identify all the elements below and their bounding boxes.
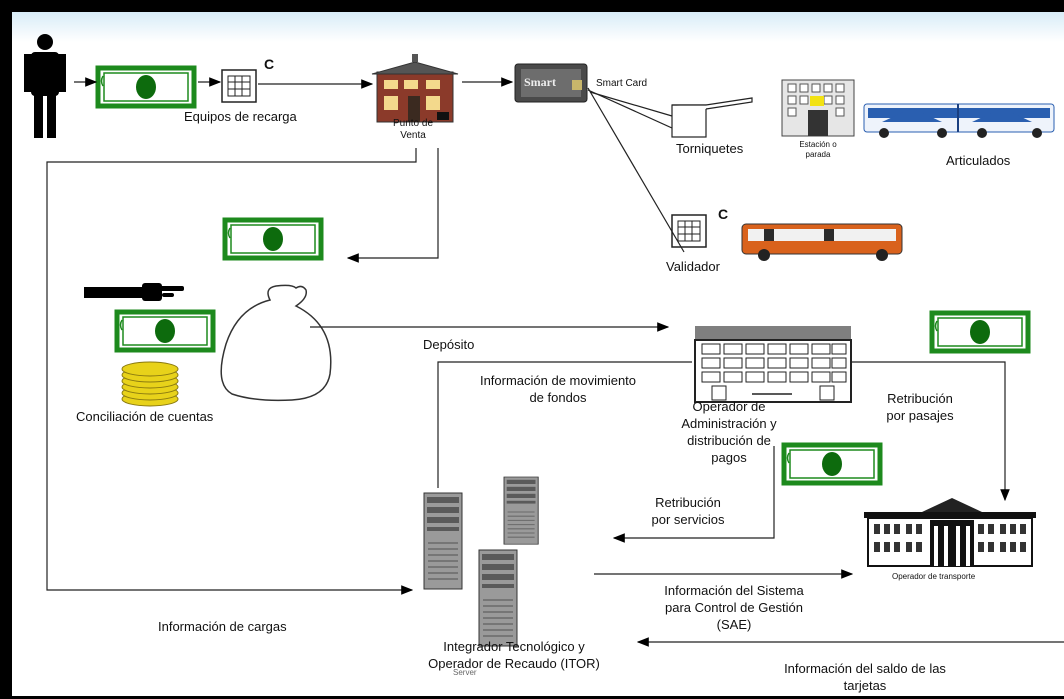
- smart-card-label: Smart Card: [596, 78, 648, 89]
- info-cargas-label: Información de cargas: [158, 619, 287, 634]
- torniquetes-label: Torniquetes: [676, 141, 744, 156]
- money-bag-icon: [220, 284, 332, 402]
- station-building-icon: [781, 79, 855, 137]
- banknote-icon: [117, 312, 213, 350]
- turnstile-icon: [671, 97, 753, 138]
- validador-label: Validador: [666, 259, 720, 274]
- articulated-bus-icon: [863, 103, 1055, 138]
- banknote-icon: [932, 313, 1028, 351]
- deposito-label: Depósito: [423, 337, 475, 352]
- validator-icon: [671, 214, 707, 248]
- server-tag: Server: [453, 668, 477, 677]
- government-building-icon: [864, 498, 1036, 567]
- pointing-hand-icon: [84, 283, 184, 301]
- smart-card-icon: [514, 63, 588, 103]
- person-icon: [24, 34, 66, 138]
- card-reader-icon: [221, 69, 257, 103]
- banknote-icon: [98, 68, 194, 106]
- coin-stack-icon: [121, 361, 179, 407]
- server-icon: [423, 476, 539, 647]
- bus-icon: [741, 223, 903, 261]
- flow-lines: [46, 77, 1064, 647]
- office-building-icon: [694, 326, 852, 403]
- diagram-graphics: Smart: [24, 34, 1064, 647]
- smart-card-chip-text: Smart: [524, 75, 556, 89]
- c-marker-2: C: [718, 206, 729, 222]
- operador-transporte-label: Operador de transporte: [892, 572, 976, 581]
- equipos-label: Equipos de recarga: [184, 109, 297, 124]
- store-icon: [371, 54, 459, 123]
- articulados-label: Articulados: [946, 153, 1011, 168]
- banknote-icon: [225, 220, 321, 258]
- c-marker-1: C: [264, 56, 275, 72]
- conciliacion-label: Conciliación de cuentas: [76, 409, 214, 424]
